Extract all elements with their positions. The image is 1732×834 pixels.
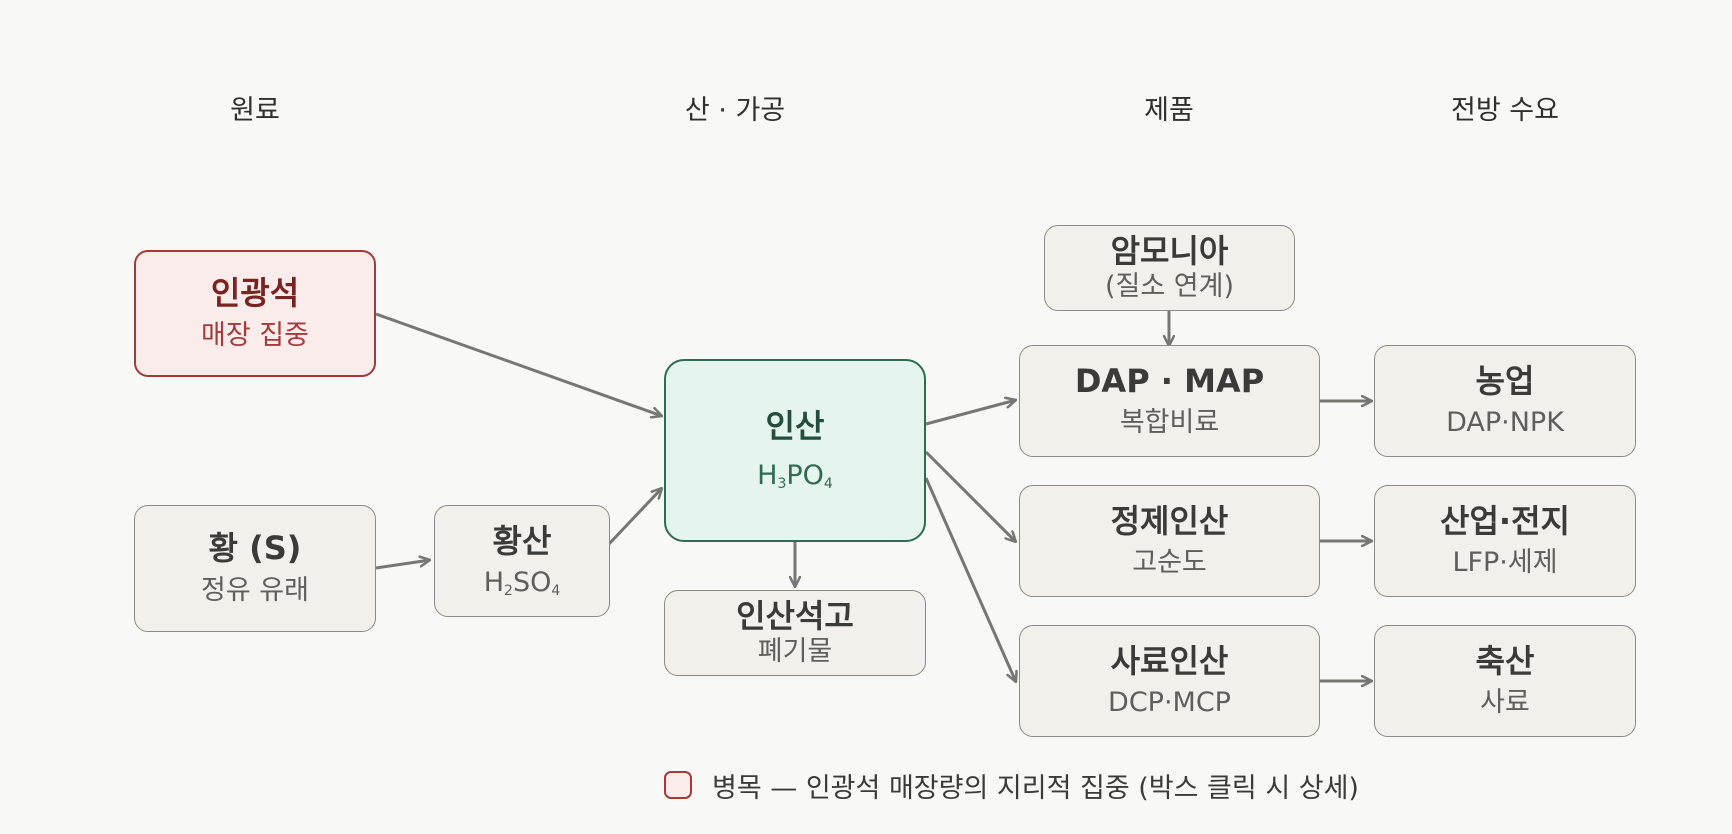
node-formula: H3PO4 bbox=[757, 460, 833, 493]
node-title: DAP · MAP bbox=[1074, 361, 1265, 400]
legend-label: 병목 — 인광석 매장량의 지리적 집중 (박스 클릭 시 상세) bbox=[712, 772, 1359, 804]
node-title: 인산 bbox=[765, 407, 825, 446]
node-subtitle: 사료 bbox=[1480, 687, 1530, 719]
node-subtitle: 정유 유래 bbox=[201, 574, 309, 606]
arrow-sulfur-to-sulfuric bbox=[375, 560, 430, 570]
node-subtitle: 고순도 bbox=[1132, 547, 1207, 579]
node-title: 인산석고 bbox=[736, 596, 854, 635]
node-subtitle: 폐기물 bbox=[757, 636, 833, 668]
node-title: 산업·전지 bbox=[1440, 501, 1570, 540]
arrow-sulfuric-to-acid bbox=[607, 488, 662, 546]
arrow-rock-to-acid bbox=[375, 312, 662, 416]
node-title: 정제인산 bbox=[1110, 501, 1229, 540]
node-sulfuric-acid[interactable]: 황산 H2SO4 bbox=[434, 505, 610, 617]
node-subtitle: DCP·MCP bbox=[1108, 687, 1231, 719]
arrow-acid-to-purified bbox=[924, 450, 1016, 542]
node-phosphogypsum[interactable]: 인산석고 폐기물 bbox=[664, 590, 926, 676]
node-agriculture[interactable]: 농업 DAP·NPK bbox=[1374, 345, 1636, 457]
arrow-acid-to-dap bbox=[925, 400, 1016, 426]
node-purified-phosphoric-acid[interactable]: 정제인산 고순도 bbox=[1019, 485, 1320, 597]
node-livestock[interactable]: 축산 사료 bbox=[1374, 625, 1636, 737]
arrow-acid-to-feed bbox=[924, 477, 1016, 682]
column-header-acid: 산 · 가공 bbox=[684, 95, 786, 126]
column-header-demand: 전방 수요 bbox=[1451, 95, 1559, 126]
legend-bottleneck-swatch bbox=[664, 771, 692, 799]
node-title: 축산 bbox=[1475, 641, 1535, 680]
node-sulfur[interactable]: 황 (S) 정유 유래 bbox=[134, 505, 376, 632]
column-header-product: 제품 bbox=[1144, 95, 1194, 126]
node-feed-phosphoric-acid[interactable]: 사료인산 DCP·MCP bbox=[1019, 625, 1320, 737]
node-phosphate-rock[interactable]: 인광석 매장 집중 bbox=[134, 250, 376, 377]
node-title: 황 (S) bbox=[208, 529, 302, 568]
node-dap-map[interactable]: DAP · MAP 복합비료 bbox=[1019, 345, 1320, 457]
node-subtitle: 복합비료 bbox=[1119, 407, 1220, 439]
legend: 병목 — 인광석 매장량의 지리적 집중 (박스 클릭 시 상세) bbox=[664, 768, 1359, 804]
column-header-raw: 원료 bbox=[230, 95, 280, 126]
node-phosphoric-acid[interactable]: 인산 H3PO4 bbox=[664, 359, 926, 542]
node-title: 암모니아 bbox=[1110, 231, 1229, 270]
node-title: 인광석 bbox=[210, 274, 300, 313]
node-title: 황산 bbox=[492, 521, 552, 560]
node-subtitle: DAP·NPK bbox=[1446, 407, 1564, 439]
node-subtitle: (질소 연계) bbox=[1104, 271, 1234, 303]
node-ammonia[interactable]: 암모니아 (질소 연계) bbox=[1044, 225, 1295, 311]
node-title: 농업 bbox=[1475, 361, 1535, 400]
node-subtitle: 매장 집중 bbox=[201, 319, 309, 351]
node-subtitle: LFP·세제 bbox=[1452, 547, 1558, 579]
node-industry-battery[interactable]: 산업·전지 LFP·세제 bbox=[1374, 485, 1636, 597]
node-formula: H2SO4 bbox=[483, 566, 561, 599]
node-title: 사료인산 bbox=[1110, 641, 1229, 680]
